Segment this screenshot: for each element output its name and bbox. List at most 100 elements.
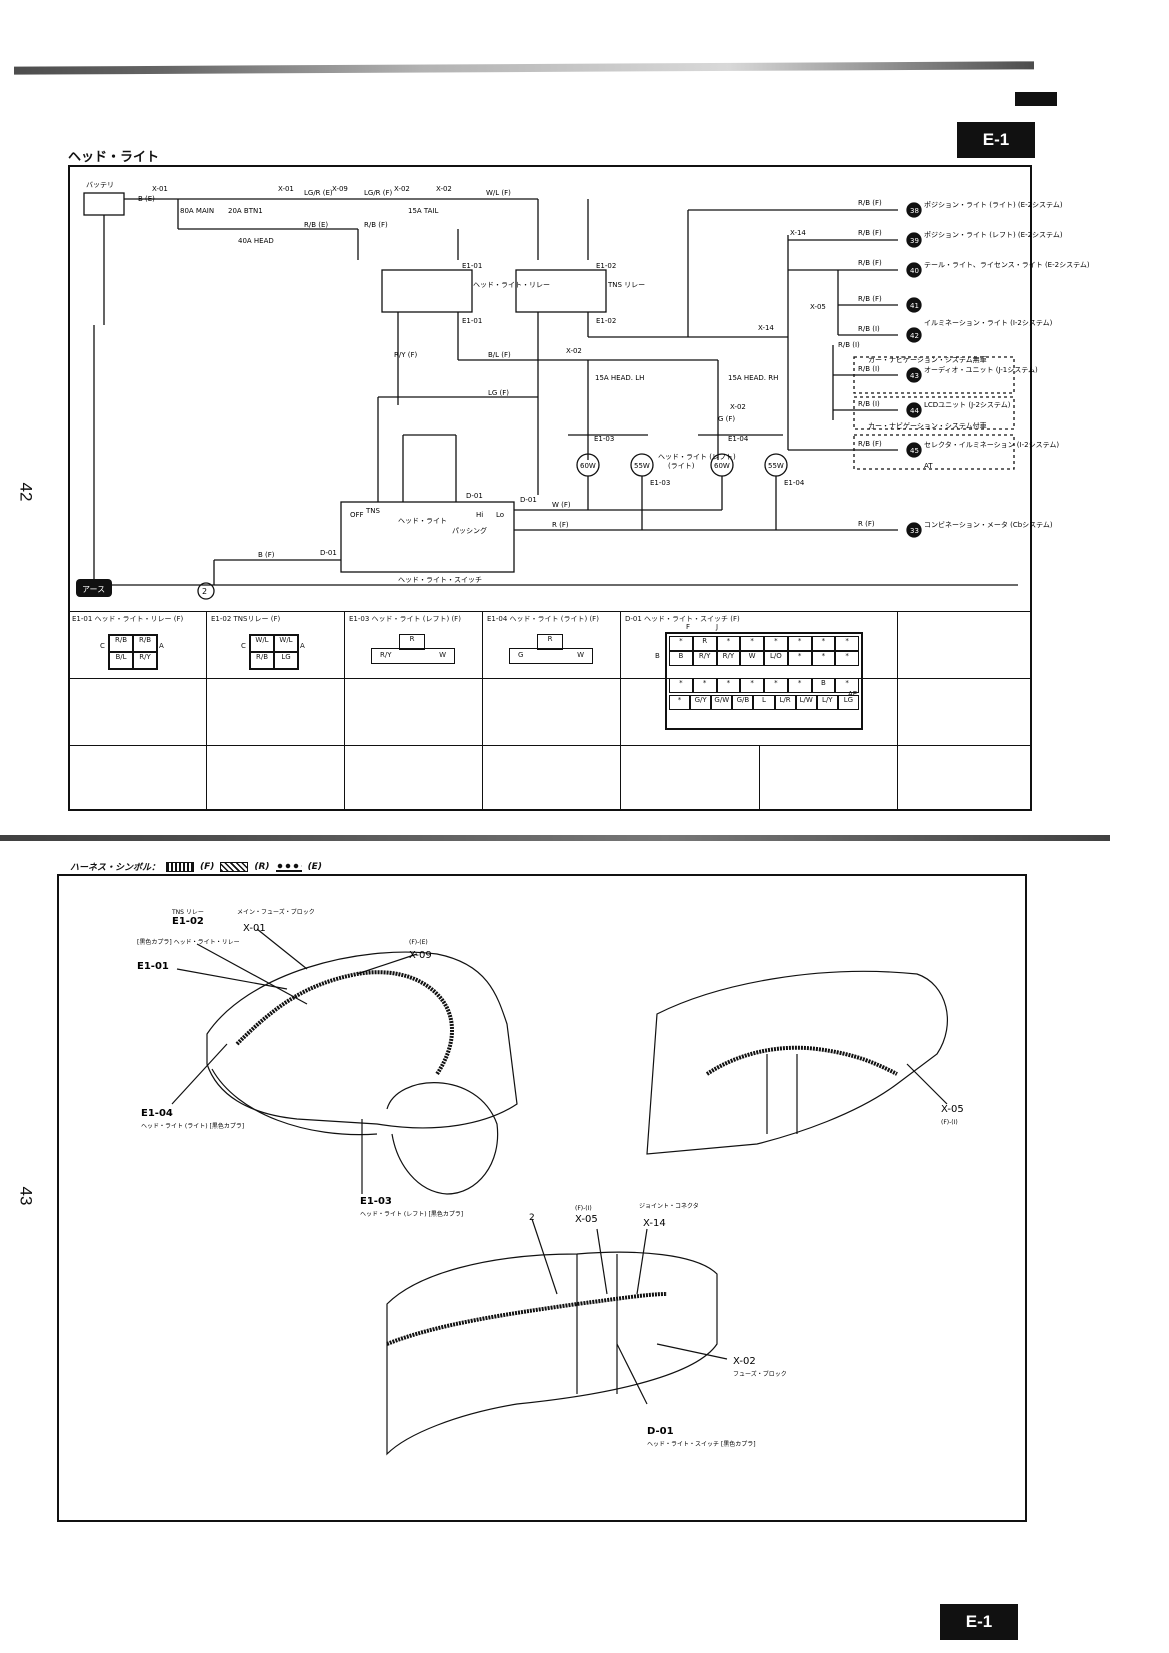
group-label-navi: カー・ナビゲーション・システム付車 bbox=[868, 421, 987, 430]
connector-title-e1-03: E1-03 ヘッド・ライト (レフト) (F) bbox=[349, 615, 461, 623]
terminal-e1-02-a: E1-02 bbox=[596, 262, 616, 270]
switch-pos-lo: Lo bbox=[496, 511, 504, 519]
wire-wl-f: W/L (F) bbox=[486, 189, 511, 197]
pin: * bbox=[811, 636, 836, 651]
switch-pos-pass: パッシング bbox=[452, 526, 487, 535]
d01-separator-2 bbox=[759, 745, 760, 810]
output-label-43: オーディオ・ユニット (J-1システム) bbox=[924, 365, 1038, 374]
output-label-40: テール・ライト、ライセンス・ライト (E-2システム) bbox=[924, 261, 1090, 269]
battery-label: バッテリ bbox=[86, 181, 114, 189]
pin-letter: C bbox=[100, 642, 105, 650]
terminal-e1-01-a: E1-01 bbox=[462, 262, 482, 270]
callout-x09-desc: (F)-(E) bbox=[409, 939, 428, 946]
fuse-20a-label: 20A BTN1 bbox=[228, 207, 263, 215]
terminal-e1-02-b: E1-02 bbox=[596, 317, 616, 325]
callout-d01: D-01 bbox=[647, 1426, 674, 1437]
callout-x09: X-09 bbox=[409, 950, 432, 961]
callout-e1-03-desc: ヘッド・ライト (レフト) [黒色カプラ] bbox=[360, 1210, 463, 1218]
wire-rb-e: R/B (E) bbox=[304, 221, 328, 229]
tns-relay-label: TNS リレー bbox=[607, 281, 645, 289]
pin: W/L bbox=[274, 635, 298, 652]
mid-scan-bar bbox=[0, 835, 1110, 841]
pin: * bbox=[692, 678, 717, 693]
connector-title-e1-01: E1-01 ヘッド・ライト・リレー (F) bbox=[72, 615, 184, 623]
pin: LG bbox=[274, 652, 298, 669]
callout-e1-01: E1-01 bbox=[137, 961, 169, 972]
instrument-panel-outline bbox=[386, 1251, 718, 1456]
layout-frame bbox=[57, 874, 1027, 1522]
pin-letter: A bbox=[159, 642, 164, 650]
bulb-60w-right-label: 60W bbox=[714, 462, 730, 470]
harness-dash bbox=[705, 1045, 898, 1076]
pin: * bbox=[787, 678, 812, 693]
bulb-label-right: (ライト) bbox=[668, 462, 695, 470]
pin: L/Y bbox=[816, 695, 838, 710]
pin: W bbox=[439, 651, 446, 659]
pin: R/B bbox=[109, 635, 133, 652]
section-badge-top: E-1 bbox=[957, 122, 1035, 158]
terminal-e1-01-b: E1-01 bbox=[462, 317, 482, 325]
section-badge-bottom: E-1 bbox=[940, 1604, 1018, 1640]
pin: L bbox=[753, 695, 775, 710]
pin: * bbox=[669, 695, 691, 710]
connector-x02-b: X-02 bbox=[436, 185, 452, 193]
callout-x14: X-14 bbox=[643, 1218, 666, 1229]
callout-x01-desc: メイン・フューズ・ブロック bbox=[237, 908, 315, 916]
wiring-diagram-frame bbox=[68, 165, 1032, 811]
callout-x05-lower-desc: (F)-(I) bbox=[575, 1205, 592, 1212]
callout-ground-2: 2 bbox=[529, 1213, 535, 1223]
wire-lgr-f: LG/R (F) bbox=[364, 189, 393, 197]
pin: * bbox=[740, 678, 764, 693]
ground-label: アース bbox=[82, 585, 105, 594]
cell-e1-04: E1-04 ヘッド・ライト (ライト) (F) R G W bbox=[483, 612, 621, 810]
connector-d01-icon: * R * * * * * * B R/Y R/Y W L/O * * * * … bbox=[665, 632, 863, 730]
headlight-relay-icon bbox=[381, 269, 473, 313]
output-wire-45: R/B (F) bbox=[858, 440, 882, 448]
fuse-head-lh-label: 15A HEAD. LH bbox=[595, 374, 644, 382]
pin: LG bbox=[837, 695, 859, 710]
pin: L/W bbox=[795, 695, 817, 710]
pin: B bbox=[669, 651, 693, 666]
output-label-45: セレクタ・イルミネーション (I-2システム) bbox=[924, 440, 1059, 449]
pin-letter: AE bbox=[848, 690, 858, 698]
pin: B/L bbox=[109, 652, 133, 669]
switch-pos-hi: Hi bbox=[476, 511, 483, 519]
pin: L/O bbox=[764, 651, 788, 666]
output-wire-39: R/B (F) bbox=[858, 229, 882, 237]
cell-d-01: D-01 ヘッド・ライト・スイッチ (F) bbox=[621, 612, 897, 678]
pin: * bbox=[669, 636, 693, 651]
output-wire-42: R/B (I) bbox=[858, 325, 880, 333]
pin: R bbox=[692, 636, 717, 651]
callout-x02: X-02 bbox=[733, 1356, 756, 1367]
pin: * bbox=[764, 636, 788, 651]
pin: R/B bbox=[250, 652, 274, 669]
callout-x05-upper: X-05 bbox=[941, 1104, 964, 1115]
wire-g-f: G (F) bbox=[718, 415, 735, 423]
connector-title-e1-02: E1-02 TNSリレー (F) bbox=[211, 615, 281, 623]
harness-symbol-label: ハーネス・シンボル： bbox=[70, 863, 161, 873]
pin: * bbox=[716, 678, 741, 693]
callout-e1-04-desc: ヘッド・ライト (ライト) [黒色カプラ] bbox=[141, 1122, 244, 1130]
output-wire-43: R/B (I) bbox=[858, 365, 880, 373]
output-label-44: LCDユニット (J-2システム) bbox=[924, 401, 1011, 409]
connector-x02-a: X-02 bbox=[394, 185, 410, 193]
ground-icon bbox=[76, 579, 112, 597]
pin-letter: A bbox=[300, 642, 305, 650]
terminal-e1-04-a: E1-04 bbox=[728, 435, 749, 443]
wire-ry-f: R/Y (F) bbox=[394, 351, 417, 359]
wire-lgr-e: LG/R (E) bbox=[304, 189, 333, 197]
output-label-39: ポジション・ライト (レフト) (E-2システム) bbox=[924, 231, 1063, 239]
bulb-label-left: ヘッド・ライト (レフト) bbox=[658, 453, 736, 461]
terminal-e1-04-b: E1-04 bbox=[784, 479, 805, 487]
output-label-33: コンビネーション・メータ (Cbシステム) bbox=[924, 520, 1053, 529]
connector-e1-03-icon: R/Y W bbox=[371, 648, 455, 664]
harness-panel bbox=[386, 1292, 668, 1346]
output-num-39: 39 bbox=[910, 237, 919, 245]
pin: * bbox=[835, 636, 859, 651]
callout-e1-02-desc: TNS リレー bbox=[171, 909, 204, 916]
callout-x05-upper-desc: (F)-(I) bbox=[941, 1119, 958, 1126]
output-num-41: 41 bbox=[910, 302, 919, 310]
fuse-head-rh-label: 15A HEAD. RH bbox=[728, 374, 778, 382]
wire-b-e: B (E) bbox=[138, 195, 155, 203]
callout-e1-04: E1-04 bbox=[141, 1108, 173, 1119]
